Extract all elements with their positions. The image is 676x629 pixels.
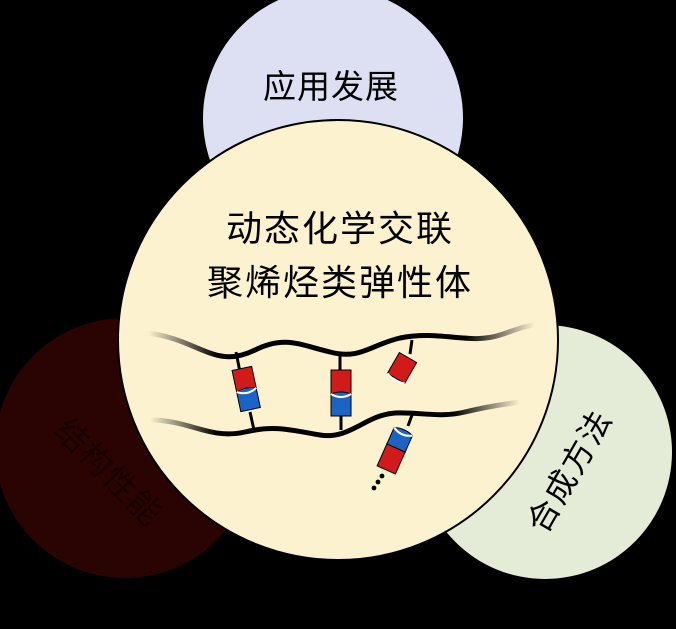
center-circle xyxy=(117,119,559,561)
center-title-line2: 聚烯烃类弹性体 xyxy=(206,263,473,304)
center-title: 动态化学交联 聚烯烃类弹性体 xyxy=(180,203,500,311)
crosslink-1 xyxy=(231,351,261,431)
top-circle-label: 应用发展 xyxy=(263,67,399,106)
polymer-chain-lower xyxy=(147,399,523,439)
crosslink-3 xyxy=(371,339,418,491)
polymer-chain-upper xyxy=(145,322,538,360)
center-title-line1: 动态化学交联 xyxy=(225,209,454,250)
crosslink-2 xyxy=(330,353,352,430)
